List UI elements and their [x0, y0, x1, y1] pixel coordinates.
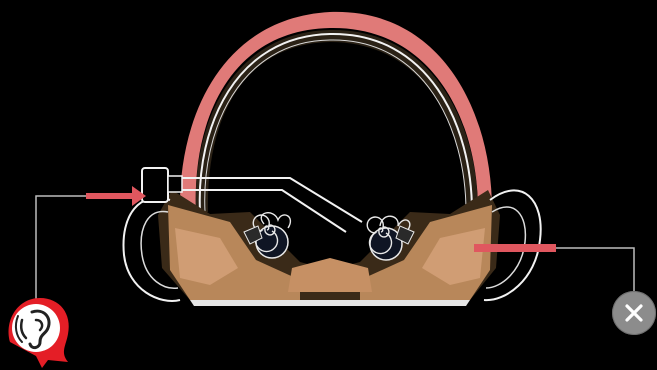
mandible-band	[190, 300, 470, 306]
pointer-bar-icon	[474, 244, 556, 252]
arrow-right-icon	[86, 186, 146, 206]
close-icon	[624, 303, 644, 323]
close-button[interactable]	[612, 291, 656, 335]
callout-line-left	[36, 196, 86, 300]
callout-line-right	[556, 248, 634, 292]
ear-logo-icon	[2, 290, 72, 368]
